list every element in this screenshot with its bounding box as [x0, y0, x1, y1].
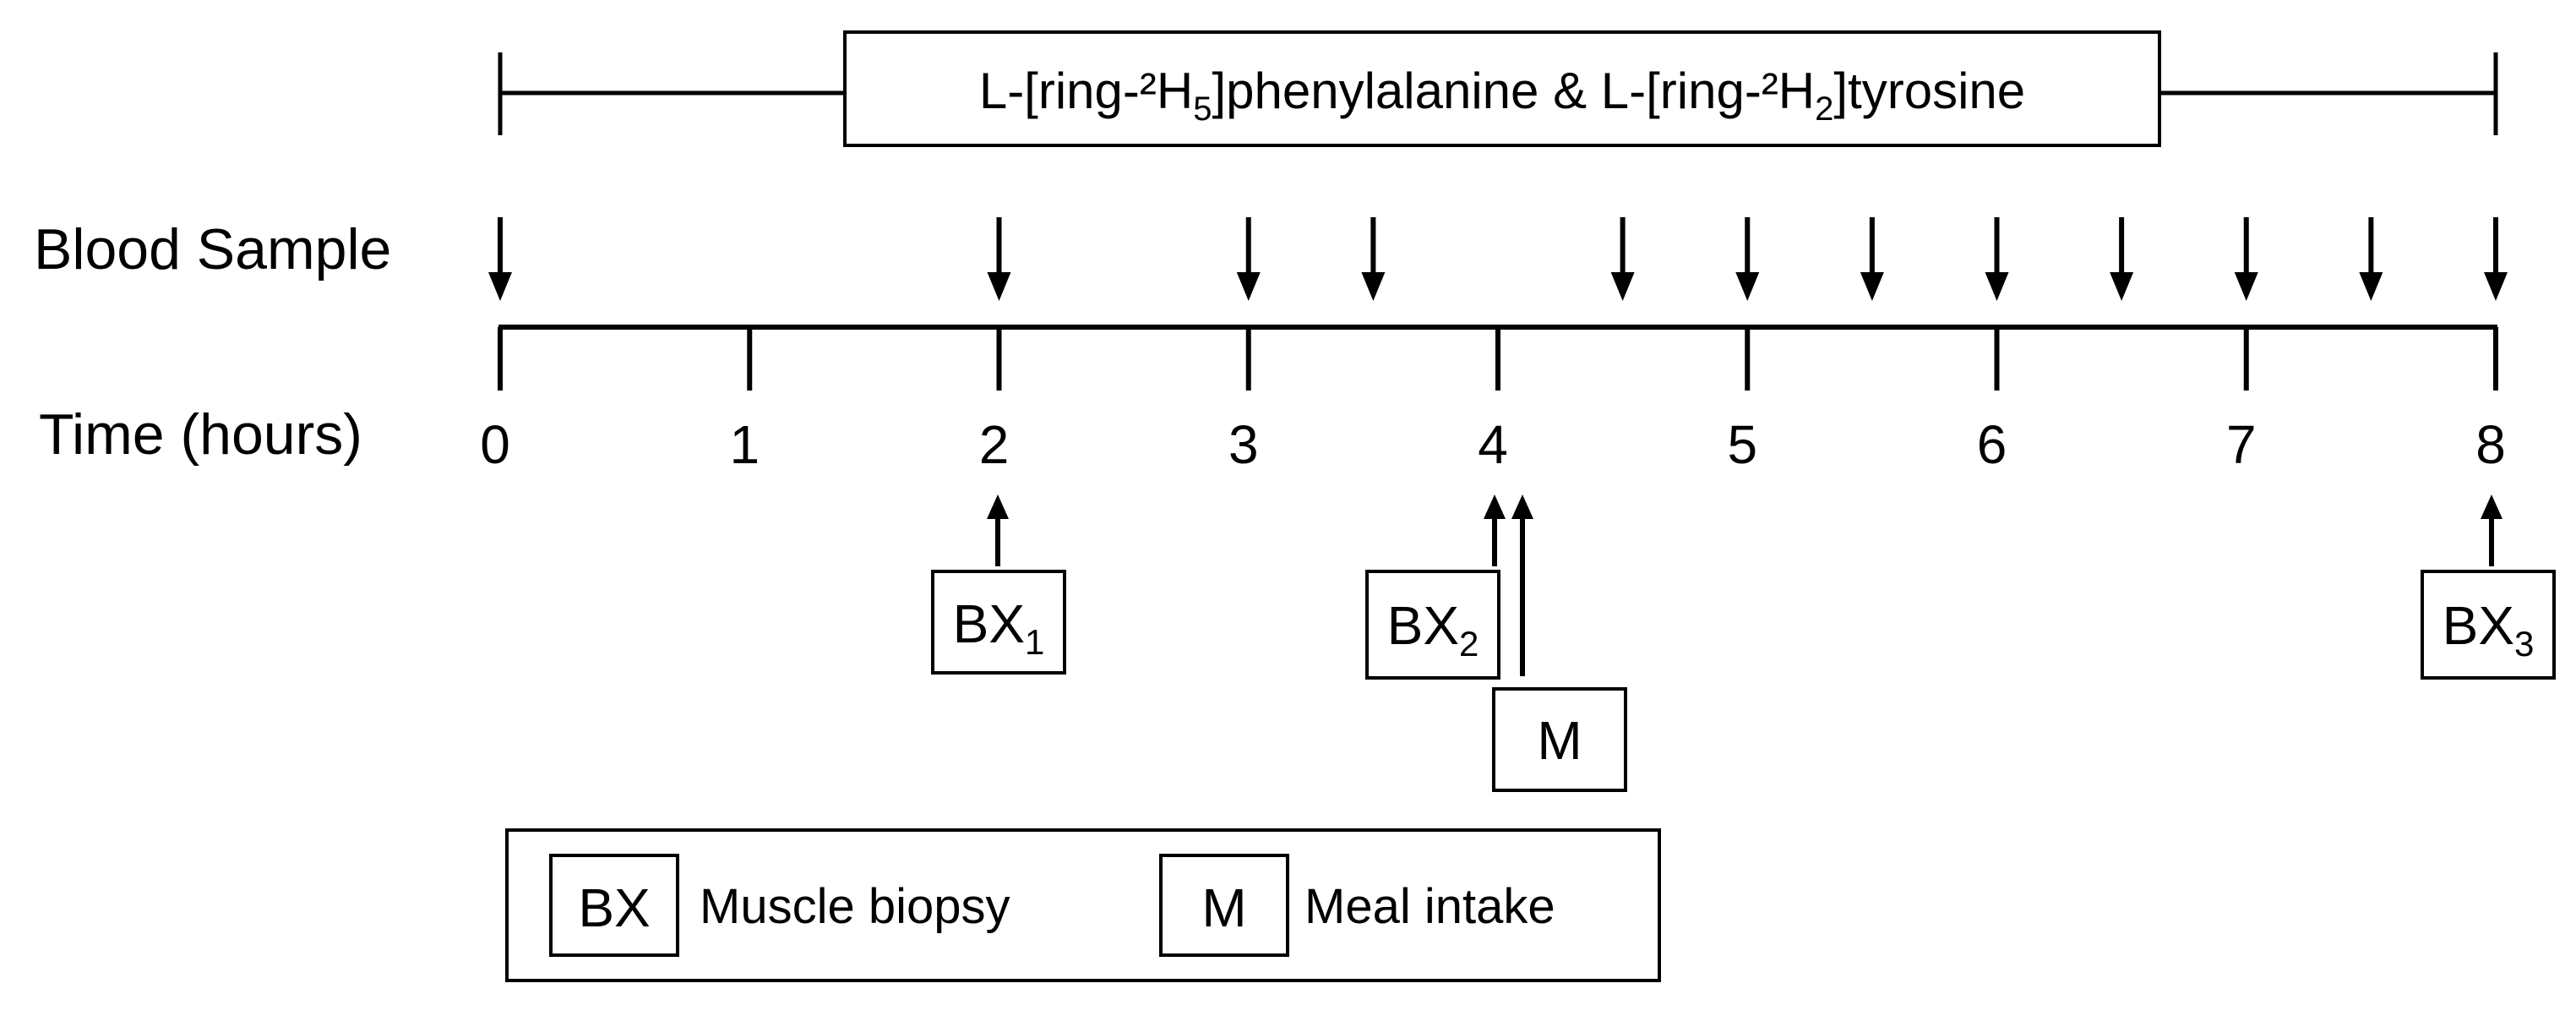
time-axis-label: Time (hours) [39, 402, 362, 467]
legend-m-symbol-box [1159, 854, 1289, 957]
legend-bx-text: Muscle biopsy [700, 879, 1010, 934]
blood-sample-label: Blood Sample [34, 217, 391, 281]
biopsy-3-label: BX3 [2443, 595, 2535, 664]
time-tick-label-2: 2 [979, 414, 1010, 475]
time-tick-label-0: 0 [480, 414, 510, 475]
meal: M [1492, 494, 1627, 792]
blood-sample-arrow-7-5 [2359, 217, 2383, 301]
meal-box [1492, 687, 1627, 792]
legend-box [505, 828, 1661, 982]
time-tick-label-8: 8 [2475, 414, 2506, 475]
infusion-label-box [843, 30, 2161, 147]
blood-sample-arrowhead-5 [1735, 272, 1760, 301]
infusion-label: L-[ring-²H5]phenylalanine & L-[ring-²H2]… [979, 63, 2025, 128]
blood-sample-arrow-6 [1985, 217, 2009, 301]
meal-label: M [1537, 710, 1582, 771]
legend: BX Muscle biopsy M Meal intake [505, 828, 1661, 982]
time-tick-label-1: 1 [729, 414, 760, 475]
time-axis-tick-labels: 0 1 2 3 4 5 6 7 8 [480, 414, 2506, 475]
blood-sample-arrowhead-3-5 [1361, 272, 1386, 301]
blood-sample-arrowhead-2 [987, 272, 1011, 301]
blood-sample-arrowhead-6-5 [2110, 272, 2134, 301]
blood-sample-arrowhead-7-5 [2359, 272, 2383, 301]
blood-sample-arrowhead-7 [2234, 272, 2258, 301]
blood-sample-arrowhead-8 [2484, 272, 2508, 301]
legend-m-text: Meal intake [1304, 879, 1555, 934]
biopsy-2: BX2 [1365, 494, 1506, 680]
time-tick-label-5: 5 [1727, 414, 1757, 475]
biopsy-1-box [931, 570, 1066, 675]
biopsy-3: BX3 [2421, 494, 2556, 680]
time-axis: 0 1 2 3 4 5 6 7 8 [480, 325, 2506, 475]
blood-sample-arrow-4-5 [1610, 217, 1635, 301]
time-tick-label-3: 3 [1228, 414, 1259, 475]
blood-sample-arrowhead-4-5 [1610, 272, 1635, 301]
biopsy-2-label: BX2 [1387, 595, 1479, 664]
blood-sample-arrowhead-0 [488, 272, 512, 301]
blood-sample-arrow-0 [488, 217, 512, 301]
blood-sample-arrows [488, 217, 2508, 301]
biopsy-3-arrowhead [2481, 494, 2502, 519]
infusion-bracket: L-[ring-²H5]phenylalanine & L-[ring-²H2]… [498, 30, 2498, 147]
biopsy-3-box [2421, 570, 2556, 680]
blood-sample-arrow-8 [2484, 217, 2508, 301]
time-tick-label-4: 4 [1478, 414, 1508, 475]
blood-sample-arrow-7 [2234, 217, 2258, 301]
blood-sample-arrow-3-5 [1361, 217, 1386, 301]
blood-sample-arrow-3 [1236, 217, 1261, 301]
biopsy-1: BX1 [931, 494, 1066, 675]
blood-sample-arrow-5-5 [1860, 217, 1884, 301]
biopsy-2-arrowhead [1484, 494, 1506, 519]
meal-arrowhead [1511, 494, 1533, 519]
blood-sample-arrow-5 [1735, 217, 1760, 301]
legend-bx-symbol-box [549, 854, 679, 957]
time-axis-ticks [498, 327, 2498, 391]
blood-sample-arrowhead-3 [1236, 272, 1261, 301]
biopsy-2-box [1365, 570, 1500, 680]
blood-sample-arrowhead-5-5 [1860, 272, 1884, 301]
time-tick-label-7: 7 [2226, 414, 2257, 475]
blood-sample-arrowhead-6 [1985, 272, 2009, 301]
blood-sample-arrow-2 [987, 217, 1011, 301]
time-tick-label-6: 6 [1977, 414, 2007, 475]
biopsy-1-label: BX1 [953, 593, 1045, 662]
blood-sample-arrow-6-5 [2110, 217, 2134, 301]
legend-m-symbol: M [1201, 877, 1246, 938]
biopsy-1-arrowhead [987, 494, 1009, 519]
legend-bx-symbol: BX [578, 877, 650, 938]
